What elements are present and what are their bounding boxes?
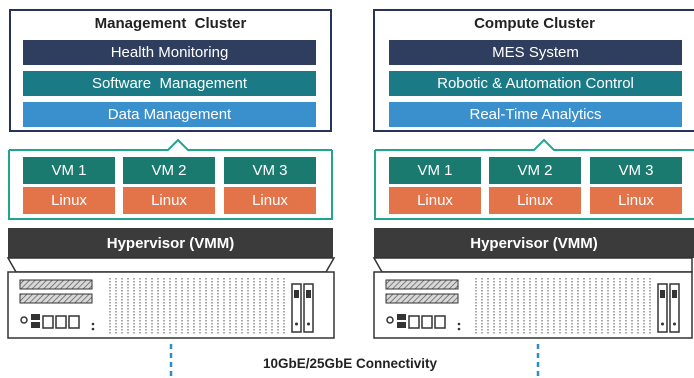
compute-vm-frame [374, 150, 694, 220]
linux-os: Linux [489, 187, 581, 214]
linux-os: Linux [590, 187, 682, 214]
health-monitoring-bar: Health Monitoring [23, 40, 316, 65]
linux-os: Linux [23, 187, 115, 214]
data-management-bar: Data Management [23, 102, 316, 127]
compute-cluster-title: Compute Cluster [474, 15, 595, 32]
mes-system-bar: MES System [389, 40, 682, 65]
linux-os: Linux [389, 187, 481, 214]
robotic-automation-control-bar: Robotic & Automation Control [389, 71, 682, 96]
server-chassis-left [6, 257, 336, 339]
software-management-bar: Software Management [23, 71, 316, 96]
vm-2: VM 2 [489, 157, 581, 184]
management-vm-frame-top [9, 138, 332, 151]
vm-3: VM 3 [590, 157, 682, 184]
linux-os: Linux [224, 187, 316, 214]
vm-3: VM 3 [224, 157, 316, 184]
hypervisor-bar: Hypervisor (VMM) [374, 228, 694, 258]
compute-vm-frame-top [375, 138, 694, 151]
real-time-analytics-bar: Real-Time Analytics [389, 102, 682, 127]
vm-1: VM 1 [23, 157, 115, 184]
management-vm-frame [8, 150, 333, 220]
connectivity-link-right [536, 344, 540, 378]
linux-os: Linux [123, 187, 215, 214]
vm-1: VM 1 [389, 157, 481, 184]
server-chassis-right [372, 257, 693, 339]
hypervisor-bar: Hypervisor (VMM) [8, 228, 333, 258]
connectivity-label: 10GbE/25GbE Connectivity [262, 356, 438, 371]
connectivity-link-left [169, 344, 173, 378]
vm-2: VM 2 [123, 157, 215, 184]
management-cluster-title: Management Cluster [94, 15, 247, 32]
